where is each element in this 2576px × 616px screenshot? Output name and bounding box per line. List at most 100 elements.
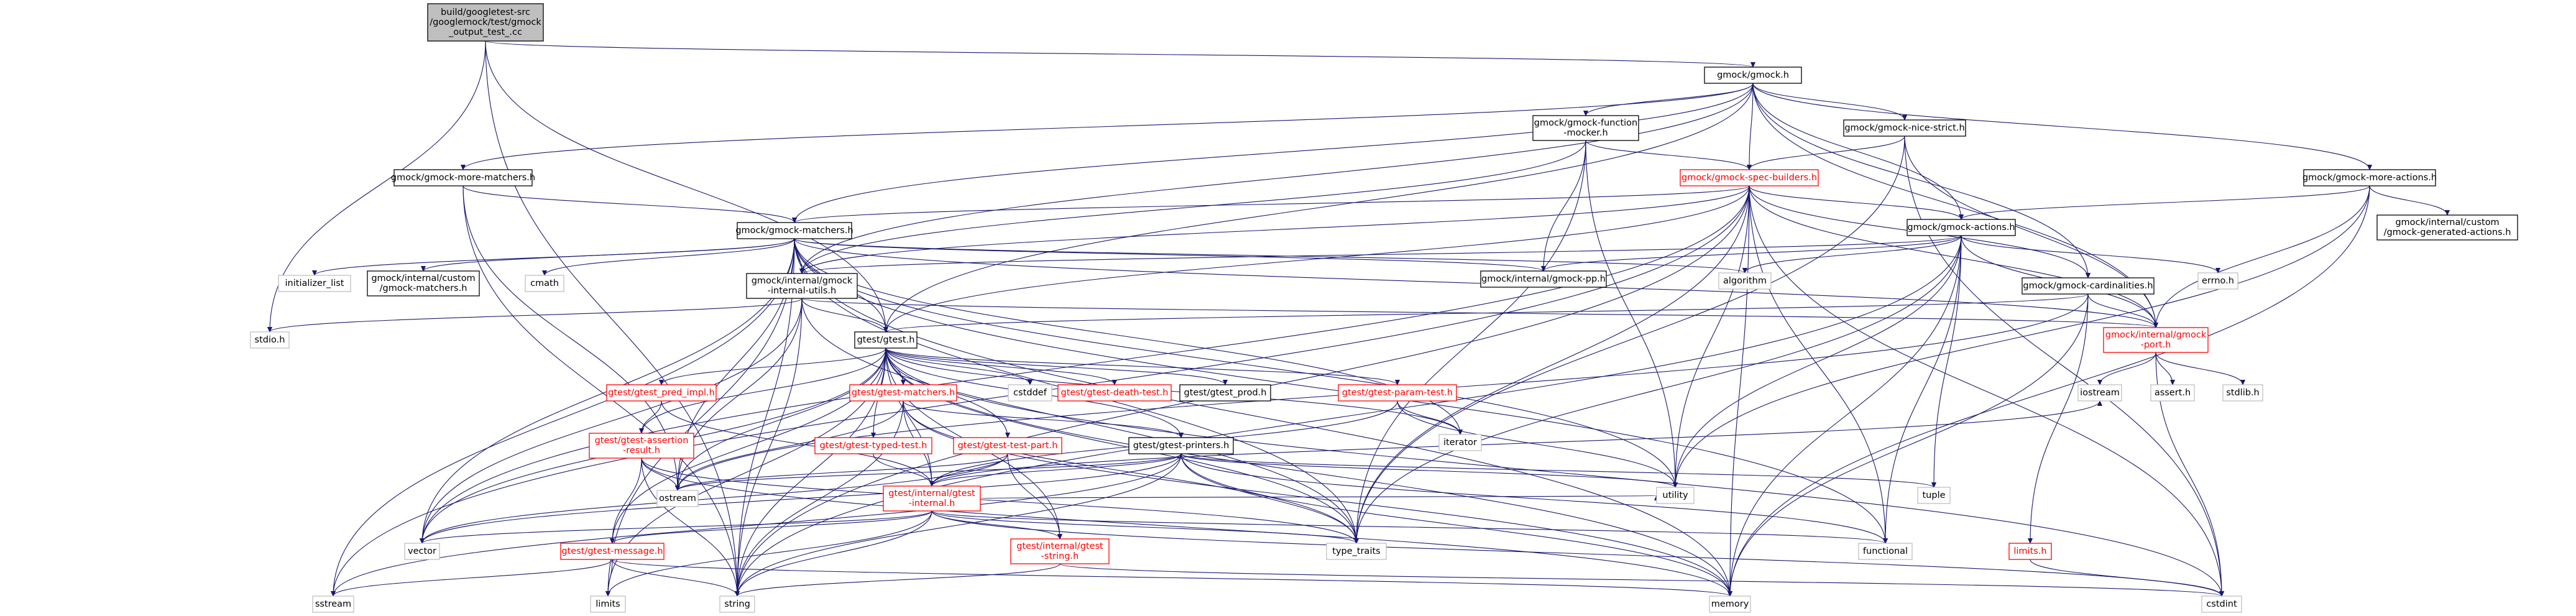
node-custom_matchers[interactable]: gmock/internal/custom/gmock-matchers.h — [367, 270, 480, 297]
edge-assertion_result-to-string — [641, 457, 737, 596]
edge-actions-to-tuple — [1934, 235, 1962, 487]
node-limits_h[interactable]: limits.h — [2008, 543, 2052, 560]
edge-assertion_result-to-memory — [641, 457, 1730, 596]
node-box — [2077, 384, 2122, 402]
node-more_actions[interactable]: gmock/gmock-more-actions.h — [2302, 169, 2437, 186]
node-gmock_pp[interactable]: gmock/internal/gmock-pp.h — [1480, 270, 1607, 288]
node-box — [1718, 272, 1772, 290]
node-label: -mocker.h — [1563, 128, 1608, 138]
node-box — [606, 384, 717, 402]
edge-param_test-to-iterator — [1397, 400, 1460, 434]
node-vector: vector — [404, 543, 440, 560]
edge-printers-to-vector — [422, 453, 1182, 543]
node-root[interactable]: build/googletest-src/googlemock/test/gmo… — [427, 3, 544, 42]
node-gtest_h[interactable]: gtest/gtest.h — [854, 331, 918, 349]
edge-gtest_matchers-to-memory — [903, 400, 1730, 596]
edge-assertion_result-to-gtest_message — [612, 457, 642, 543]
edge-internal_utils-to-vector — [422, 298, 803, 543]
node-internal_utils[interactable]: gmock/internal/gmock-internal-utils.h — [746, 273, 858, 299]
node-pred_impl[interactable]: gtest/gtest_pred_impl.h — [606, 384, 717, 402]
edge-gtest_message-to-memory — [612, 559, 1730, 596]
node-box — [590, 595, 626, 613]
node-box — [2197, 272, 2238, 290]
node-box — [589, 433, 694, 459]
node-label: gmock/gmock-function — [1534, 118, 1638, 128]
edge-gtest_message-to-limits — [608, 559, 613, 596]
node-label: /gmock-matchers.h — [380, 283, 467, 293]
edge-actions-to-functional — [1885, 235, 1962, 543]
edge-pred_impl-to-assertion_result — [642, 400, 662, 433]
edge-matchers-to-algorithm — [794, 238, 1745, 273]
edge-test_part-to-ostream — [678, 453, 1008, 490]
node-more_matchers[interactable]: gmock/gmock-more-matchers.h — [391, 169, 535, 186]
node-iterator: iterator — [1438, 434, 1482, 451]
node-cardinalities[interactable]: gmock/gmock-cardinalities.h — [2022, 277, 2155, 295]
node-tuple: tuple — [1917, 487, 1951, 504]
node-algorithm: algorithm — [1718, 272, 1772, 290]
node-param_test[interactable]: gtest/gtest-param-test.h — [1338, 384, 1457, 402]
node-label: memory — [1711, 599, 1749, 609]
node-box — [560, 543, 665, 560]
node-box — [427, 3, 544, 42]
node-box — [2376, 214, 2518, 241]
edge-matchers-to-string — [737, 238, 795, 596]
node-gtest_string[interactable]: gtest/internal/gtest-string.h — [1010, 538, 1110, 564]
node-gmock_h[interactable]: gmock/gmock.h — [1704, 67, 1802, 84]
node-string: string — [719, 595, 755, 613]
edge-spec_builders-to-internal_utils — [802, 185, 1750, 274]
node-gtest_prod[interactable]: gtest/gtest_prod.h — [1179, 384, 1271, 402]
edge-gtest_h-to-gtest_prod — [885, 347, 1225, 385]
node-label: build/googletest-src — [441, 7, 530, 17]
node-label: gtest/gtest-assertion — [595, 436, 689, 446]
node-matchers[interactable]: gmock/gmock-matchers.h — [735, 222, 853, 239]
edge-more_matchers-to-matchers — [462, 185, 794, 223]
node-label: gmock/internal/gmock — [2105, 330, 2207, 340]
node-label: -internal-utils.h — [768, 286, 836, 296]
node-box — [1438, 434, 1482, 451]
node-label: gmock/gmock.h — [1717, 70, 1789, 80]
node-custom_gen_actions[interactable]: gmock/internal/custom/gmock-generated-ac… — [2376, 214, 2518, 241]
node-gmock_port[interactable]: gmock/internal/gmock-port.h — [2103, 327, 2209, 353]
node-printers[interactable]: gtest/gtest-printers.h — [1128, 437, 1234, 454]
edge-gtest_h-to-cstddef — [885, 347, 1030, 385]
edge-gmock_h-to-actions — [1752, 83, 1961, 219]
edge-printers-to-functional — [1180, 453, 1885, 543]
edge-gmock_port-to-iostream — [2100, 352, 2156, 385]
edge-gtest_internal-to-limits — [608, 510, 932, 596]
node-assertion_result[interactable]: gtest/gtest-assertion-result.h — [589, 433, 694, 459]
node-nice_strict[interactable]: gmock/gmock-nice-strict.h — [1843, 119, 1966, 137]
edge-gtest_internal-to-gtest_message — [612, 510, 932, 543]
edge-gtest_matchers-to-ostream — [678, 400, 904, 490]
node-cmath: cmath — [525, 275, 564, 292]
node-cstdint: cstdint — [2201, 595, 2242, 613]
node-gtest_matchers[interactable]: gtest/gtest-matchers.h — [849, 384, 957, 402]
edge-pred_impl-to-gtest_internal — [661, 400, 932, 486]
node-label: gtest/internal/gtest — [1016, 541, 1103, 551]
node-spec_builders[interactable]: gmock/gmock-spec-builders.h — [1680, 169, 1819, 186]
node-label: errno.h — [2202, 276, 2234, 286]
edge-gtest_h-to-ostream — [678, 347, 886, 490]
edge-gmock_h-to-gtest_h — [886, 83, 1754, 332]
node-gtest_message[interactable]: gtest/gtest-message.h — [560, 543, 665, 560]
node-gtest_internal[interactable]: gtest/internal/gtest-internal.h — [883, 485, 981, 512]
node-typed_test[interactable]: gtest/gtest-typed-test.h — [814, 437, 932, 454]
edge-cardinalities-to-gmock_port — [2087, 293, 2156, 328]
node-label: algorithm — [1723, 276, 1767, 286]
edge-nice_strict-to-spec_builders — [1749, 136, 1905, 170]
node-test_part[interactable]: gtest/gtest-test-part.h — [953, 437, 1062, 454]
edge-gtest_matchers-to-string — [737, 400, 904, 596]
edge-gtest_h-to-cstdint — [885, 347, 2222, 596]
edge-gtest_h-to-pred_impl — [661, 347, 886, 385]
node-func_mocker[interactable]: gmock/gmock-function-mocker.h — [1532, 115, 1639, 141]
node-actions[interactable]: gmock/gmock-actions.h — [1907, 219, 2016, 236]
node-functional: functional — [1858, 543, 1913, 560]
node-label: gtest/gtest-matchers.h — [852, 388, 955, 398]
node-death_test[interactable]: gtest/gtest-death-test.h — [1057, 384, 1172, 402]
edge-printers-to-memory — [1180, 453, 1730, 596]
node-box — [1680, 169, 1819, 186]
node-label: gmock/internal/custom — [371, 274, 475, 283]
edge-gmock_port-to-assert_h — [2155, 352, 2173, 385]
edge-gmock_port-to-stdlib_h — [2155, 352, 2243, 385]
edge-test_part-to-vector — [422, 453, 1008, 543]
node-label: stdio.h — [255, 335, 285, 345]
